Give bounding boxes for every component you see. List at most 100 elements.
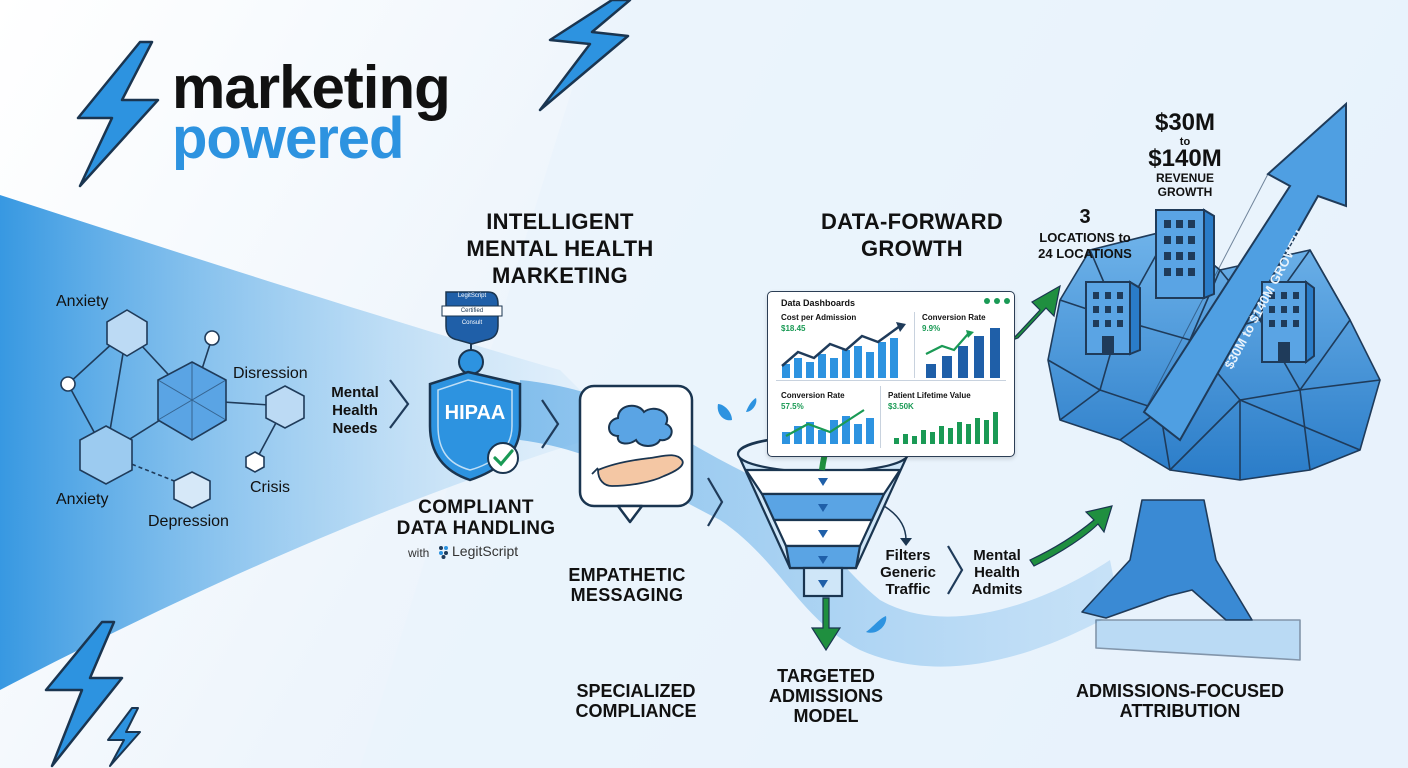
legitscript-logo-text: LegitScript: [452, 543, 519, 559]
badge-text: LegitScript: [446, 293, 498, 300]
legitscript-badge: [441, 291, 503, 375]
caption-line: COMPLIANT: [418, 497, 534, 518]
flow-label-line: Mental: [973, 547, 1021, 564]
data-dashboard: Data Dashboards Cost per Admission $18.4…: [767, 291, 1015, 457]
caption-line: ADMISSIONS: [768, 686, 883, 706]
metric-value: 57.5%: [781, 402, 804, 411]
thought-cloud-icon: [608, 404, 673, 447]
caption-line: EMPATHETIC: [568, 565, 686, 585]
badge-line: LegitScript: [457, 293, 487, 299]
chevron-right-icon: [541, 399, 560, 449]
flow-label-line: Filters: [885, 547, 931, 564]
revenue-to-word: to: [1179, 136, 1191, 148]
caption-line: MESSAGING: [570, 585, 684, 605]
cost-trend-line: [781, 324, 901, 367]
funnel-markers: [818, 478, 828, 588]
filter-arrow: [883, 505, 907, 541]
growth-arrow-icon: [1029, 505, 1113, 567]
hipaa-label: HIPAA: [444, 402, 506, 424]
locations-caption-line: LOCATIONS to: [1039, 230, 1131, 245]
heading-line: MENTAL HEALTH MARKETING: [466, 236, 654, 288]
network-nodes: [60, 309, 305, 509]
caption-targeted: TARGETED ADMISSIONS MODEL: [756, 666, 896, 726]
chevron-right-icon: [947, 545, 964, 595]
flow-label-line: Mental: [331, 384, 379, 401]
badge-text: Consult: [446, 320, 498, 327]
status-dot: [984, 298, 990, 304]
droplet-icon: [717, 404, 732, 421]
heading-line: GROWTH: [860, 236, 963, 261]
flow-label-line: Needs: [332, 420, 378, 437]
dashboard-charts: [781, 322, 1000, 444]
badge-line: Consult: [461, 320, 483, 326]
panel-divider: [776, 380, 1006, 381]
revenue-from: $30M: [1154, 109, 1216, 136]
node-label: Crisis: [250, 479, 290, 496]
chevron-right-icon: [707, 477, 724, 527]
chevron-right-icon: [389, 379, 410, 429]
with-label: with: [408, 546, 430, 560]
network-node: [106, 309, 148, 357]
node-label: Anxiety: [56, 491, 109, 508]
droplet-icon: [866, 616, 887, 633]
flow-label-line: Health: [332, 402, 378, 419]
caption-line: ATTRIBUTION: [1119, 701, 1241, 721]
brand-title-line1: marketing: [172, 54, 451, 121]
cost-bar-chart: [782, 338, 898, 378]
metric-label: Cost per Admission: [781, 313, 857, 322]
conversion-bar-chart: [926, 328, 1000, 378]
open-hand-icon: [597, 454, 684, 487]
caption-line: SPECIALIZED: [576, 681, 696, 701]
caption-empathetic: EMPATHETIC MESSAGING: [552, 565, 702, 605]
caption-line: COMPLIANCE: [575, 701, 697, 721]
caption-admissions: ADMISSIONS-FOCUSED ATTRIBUTION: [1052, 681, 1308, 721]
lightning-bolt-icon: [44, 620, 124, 768]
lightning-bolt-icon: [107, 707, 141, 767]
lightning-bolt-icon: [538, 0, 632, 112]
lifetime-value-chart: [894, 412, 998, 444]
lightning-bolt-icon: [76, 40, 160, 188]
network-node: [265, 385, 305, 429]
conversion-trend-line: [925, 333, 969, 355]
funnel-output-arrow: [810, 597, 842, 652]
locations-caption-line: 24 LOCATIONS: [1038, 246, 1132, 261]
checkmark-icon: [487, 442, 519, 474]
conversion-rate-2-trend: [785, 409, 865, 437]
flow-label-line: Health: [974, 564, 1020, 581]
flow-label-line: Generic: [880, 564, 936, 581]
revenue-caption-line: GROWTH: [1157, 185, 1213, 199]
conversion-rate-2-chart: [782, 416, 874, 444]
revenue-caption-line: REVENUE: [1155, 171, 1214, 185]
node-label: Anxiety: [56, 293, 109, 310]
brand-title-line2: powered: [172, 106, 404, 171]
heading-line: INTELLIGENT: [486, 209, 634, 234]
network-node: [79, 425, 133, 485]
network-node: [245, 451, 265, 473]
network-node: [173, 471, 211, 509]
dashboard-title: Data Dashboards: [781, 298, 856, 308]
heading-data-forward: DATA-FORWARD GROWTH: [812, 208, 1012, 262]
legitscript-logo-icon: [439, 546, 448, 559]
flow-label-needs: Mental Health Needs: [320, 384, 390, 438]
metric-value: $18.45: [781, 324, 806, 333]
network-node: [204, 330, 220, 346]
caption-specialized: SPECIALIZED COMPLIANCE: [552, 681, 720, 721]
metric-label: Conversion Rate: [781, 391, 845, 400]
badge-text: Certified: [442, 307, 502, 315]
droplet-icon: [746, 398, 757, 412]
badge-pin: [458, 349, 484, 375]
flow-label-line: Traffic: [885, 581, 931, 598]
locations-count: 3: [1079, 206, 1091, 228]
panel-divider: [880, 386, 881, 448]
metric-label: Conversion Rate: [922, 313, 986, 322]
caption-compliant: COMPLIANT DATA HANDLING: [396, 497, 556, 539]
caption-line: TARGETED: [777, 666, 875, 686]
flow-label-admits: Mental Health Admits: [964, 547, 1030, 598]
heading-line: DATA-FORWARD: [820, 209, 1004, 234]
empathetic-card: [578, 384, 694, 524]
status-dot: [994, 298, 1000, 304]
network-node: [60, 376, 76, 392]
locations-caption: LOCATIONS to 24 LOCATIONS: [1026, 230, 1144, 262]
caption-line: MODEL: [793, 706, 859, 726]
